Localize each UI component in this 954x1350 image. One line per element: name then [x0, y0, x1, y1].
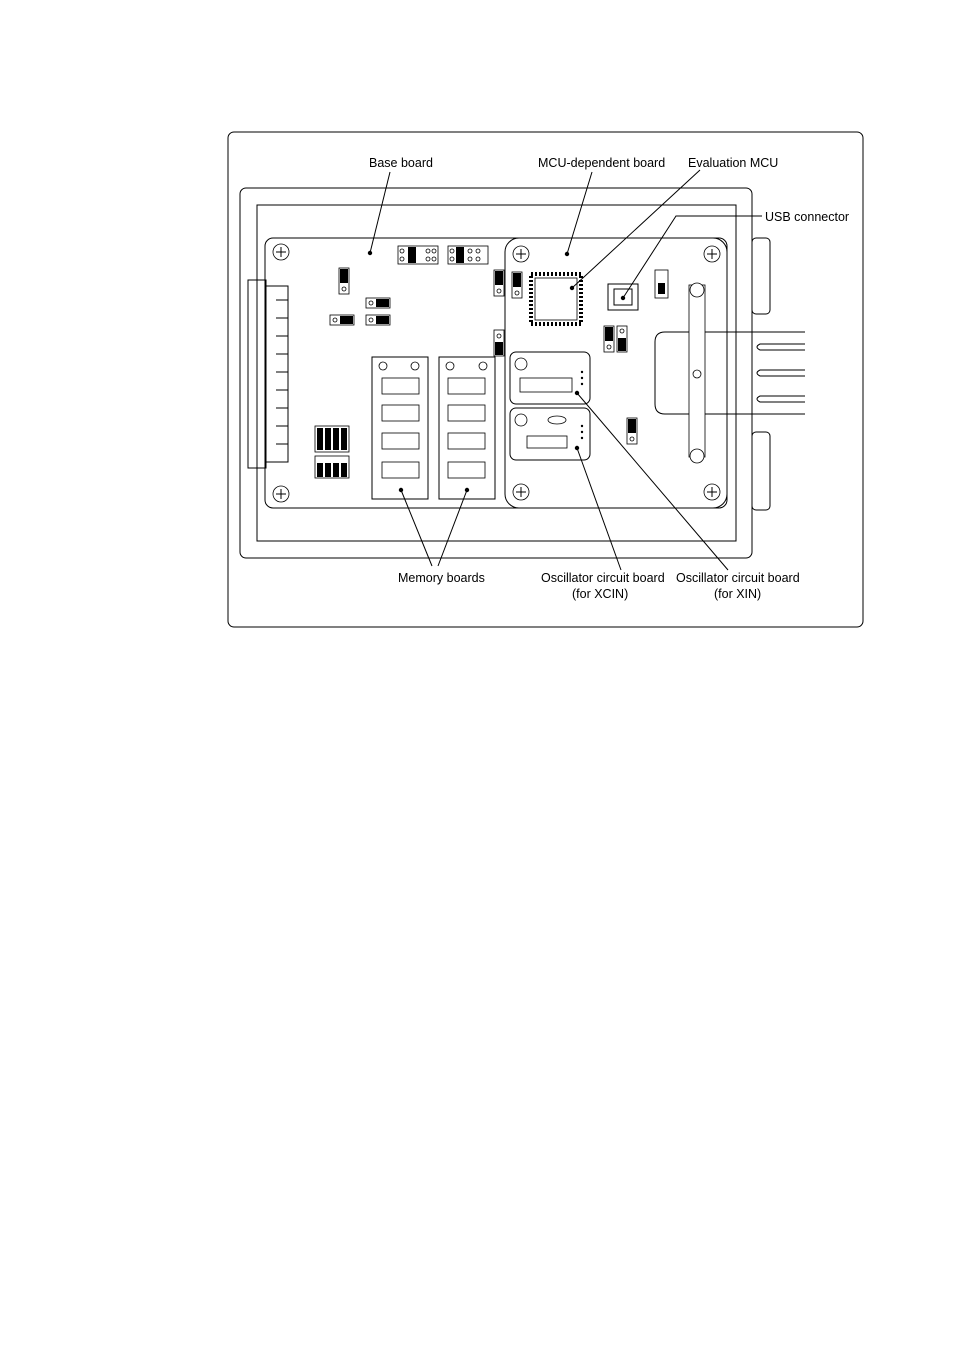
memory-board — [372, 357, 428, 499]
label-usb-connector: USB connector — [765, 210, 849, 224]
jumper-matrix — [315, 426, 349, 478]
label-osc-xcin-line2: (for XCIN) — [572, 587, 628, 601]
label-osc-xin-line1: Oscillator circuit board — [676, 571, 800, 585]
jumper-block — [398, 246, 438, 264]
label-evaluation-mcu: Evaluation MCU — [688, 156, 778, 170]
memory-board — [439, 357, 495, 499]
screw-icon — [513, 246, 529, 262]
edge-connector — [248, 280, 288, 468]
jumper — [366, 315, 390, 325]
switch-icon — [655, 270, 668, 298]
jumper — [512, 272, 522, 298]
screw-icon — [273, 244, 289, 260]
jumper — [330, 315, 354, 325]
screw-icon — [513, 484, 529, 500]
jumper — [366, 298, 390, 308]
label-osc-xin-line2: (for XIN) — [714, 587, 761, 601]
evaluation-mcu — [531, 274, 581, 324]
jumper — [604, 326, 614, 352]
label-memory-boards: Memory boards — [398, 571, 485, 585]
jumper — [494, 270, 504, 296]
label-base-board: Base board — [369, 156, 433, 170]
jumper — [617, 326, 627, 352]
jumper — [494, 330, 504, 356]
jumper — [339, 268, 349, 294]
jumper — [627, 418, 637, 444]
label-mcu-dependent-board: MCU-dependent board — [538, 156, 665, 170]
label-osc-xcin-line1: Oscillator circuit board — [541, 571, 665, 585]
jumper-block — [448, 246, 488, 264]
screw-icon — [704, 246, 720, 262]
screw-icon — [704, 484, 720, 500]
screw-icon — [273, 486, 289, 502]
